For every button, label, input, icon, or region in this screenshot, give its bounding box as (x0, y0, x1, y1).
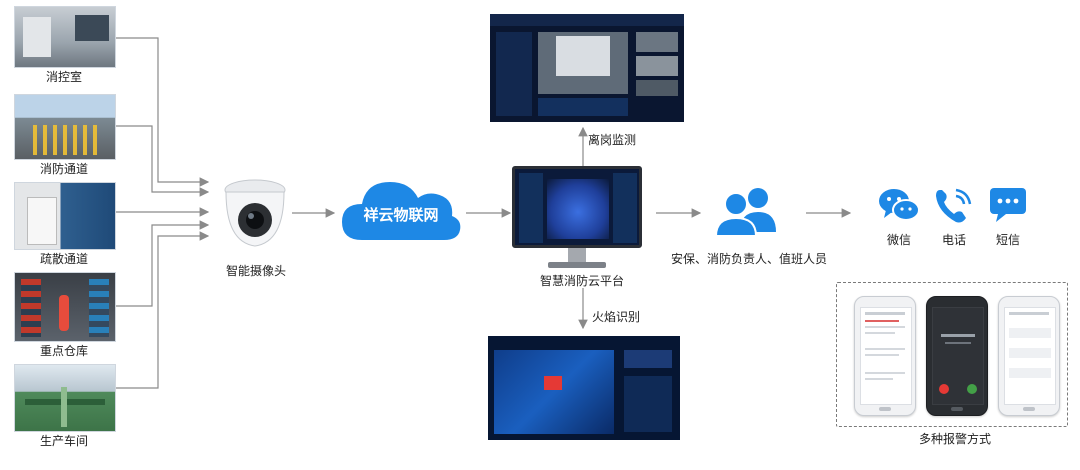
bottom-feature-label: 火焰识别 (592, 310, 641, 324)
alarm-methods-box (836, 282, 1068, 427)
arrow-source-1 (114, 37, 210, 187)
camera-icon (224, 179, 286, 247)
source-thumb-1 (14, 6, 116, 68)
arrow-source-4 (114, 220, 210, 307)
source-thumb-4 (14, 272, 116, 342)
arrow-source-2 (114, 125, 210, 197)
phone-icon (936, 188, 972, 223)
source-thumb-3 (14, 182, 116, 250)
monitor-dashboard-screenshot (490, 14, 684, 122)
people-icon (714, 188, 776, 237)
arrow-source-5 (114, 231, 210, 389)
source-label-5: 生产车间 (39, 434, 88, 448)
phone-mockup-wechat (854, 296, 916, 416)
phone-mockup-sms (998, 296, 1060, 416)
source-label-1: 消控室 (45, 70, 82, 84)
platform-label: 智慧消防云平台 (539, 274, 624, 288)
flame-detection-screenshot (488, 336, 680, 440)
cloud-icon (342, 182, 461, 240)
alert-label-wechat: 微信 (886, 233, 911, 247)
source-label-4: 重点仓库 (39, 344, 88, 358)
source-thumb-2 (14, 94, 116, 160)
cloud-label: 祥云物联网 (363, 206, 439, 224)
source-thumb-5 (14, 364, 116, 432)
people-label: 安保、消防负责人、值班人员 (670, 252, 827, 266)
top-feature-label: 离岗监测 (588, 133, 637, 147)
platform-monitor-icon (512, 166, 642, 272)
alert-label-phone: 电话 (941, 233, 966, 247)
alarm-methods-label: 多种报警方式 (918, 432, 991, 446)
wechat-icon (879, 189, 920, 221)
source-label-3: 疏散通道 (39, 252, 88, 266)
camera-label: 智能摄像头 (225, 264, 286, 278)
sms-icon (990, 188, 1026, 222)
source-label-2: 消防通道 (39, 162, 88, 176)
phone-mockup-call (926, 296, 988, 416)
alert-label-sms: 短信 (995, 233, 1020, 247)
